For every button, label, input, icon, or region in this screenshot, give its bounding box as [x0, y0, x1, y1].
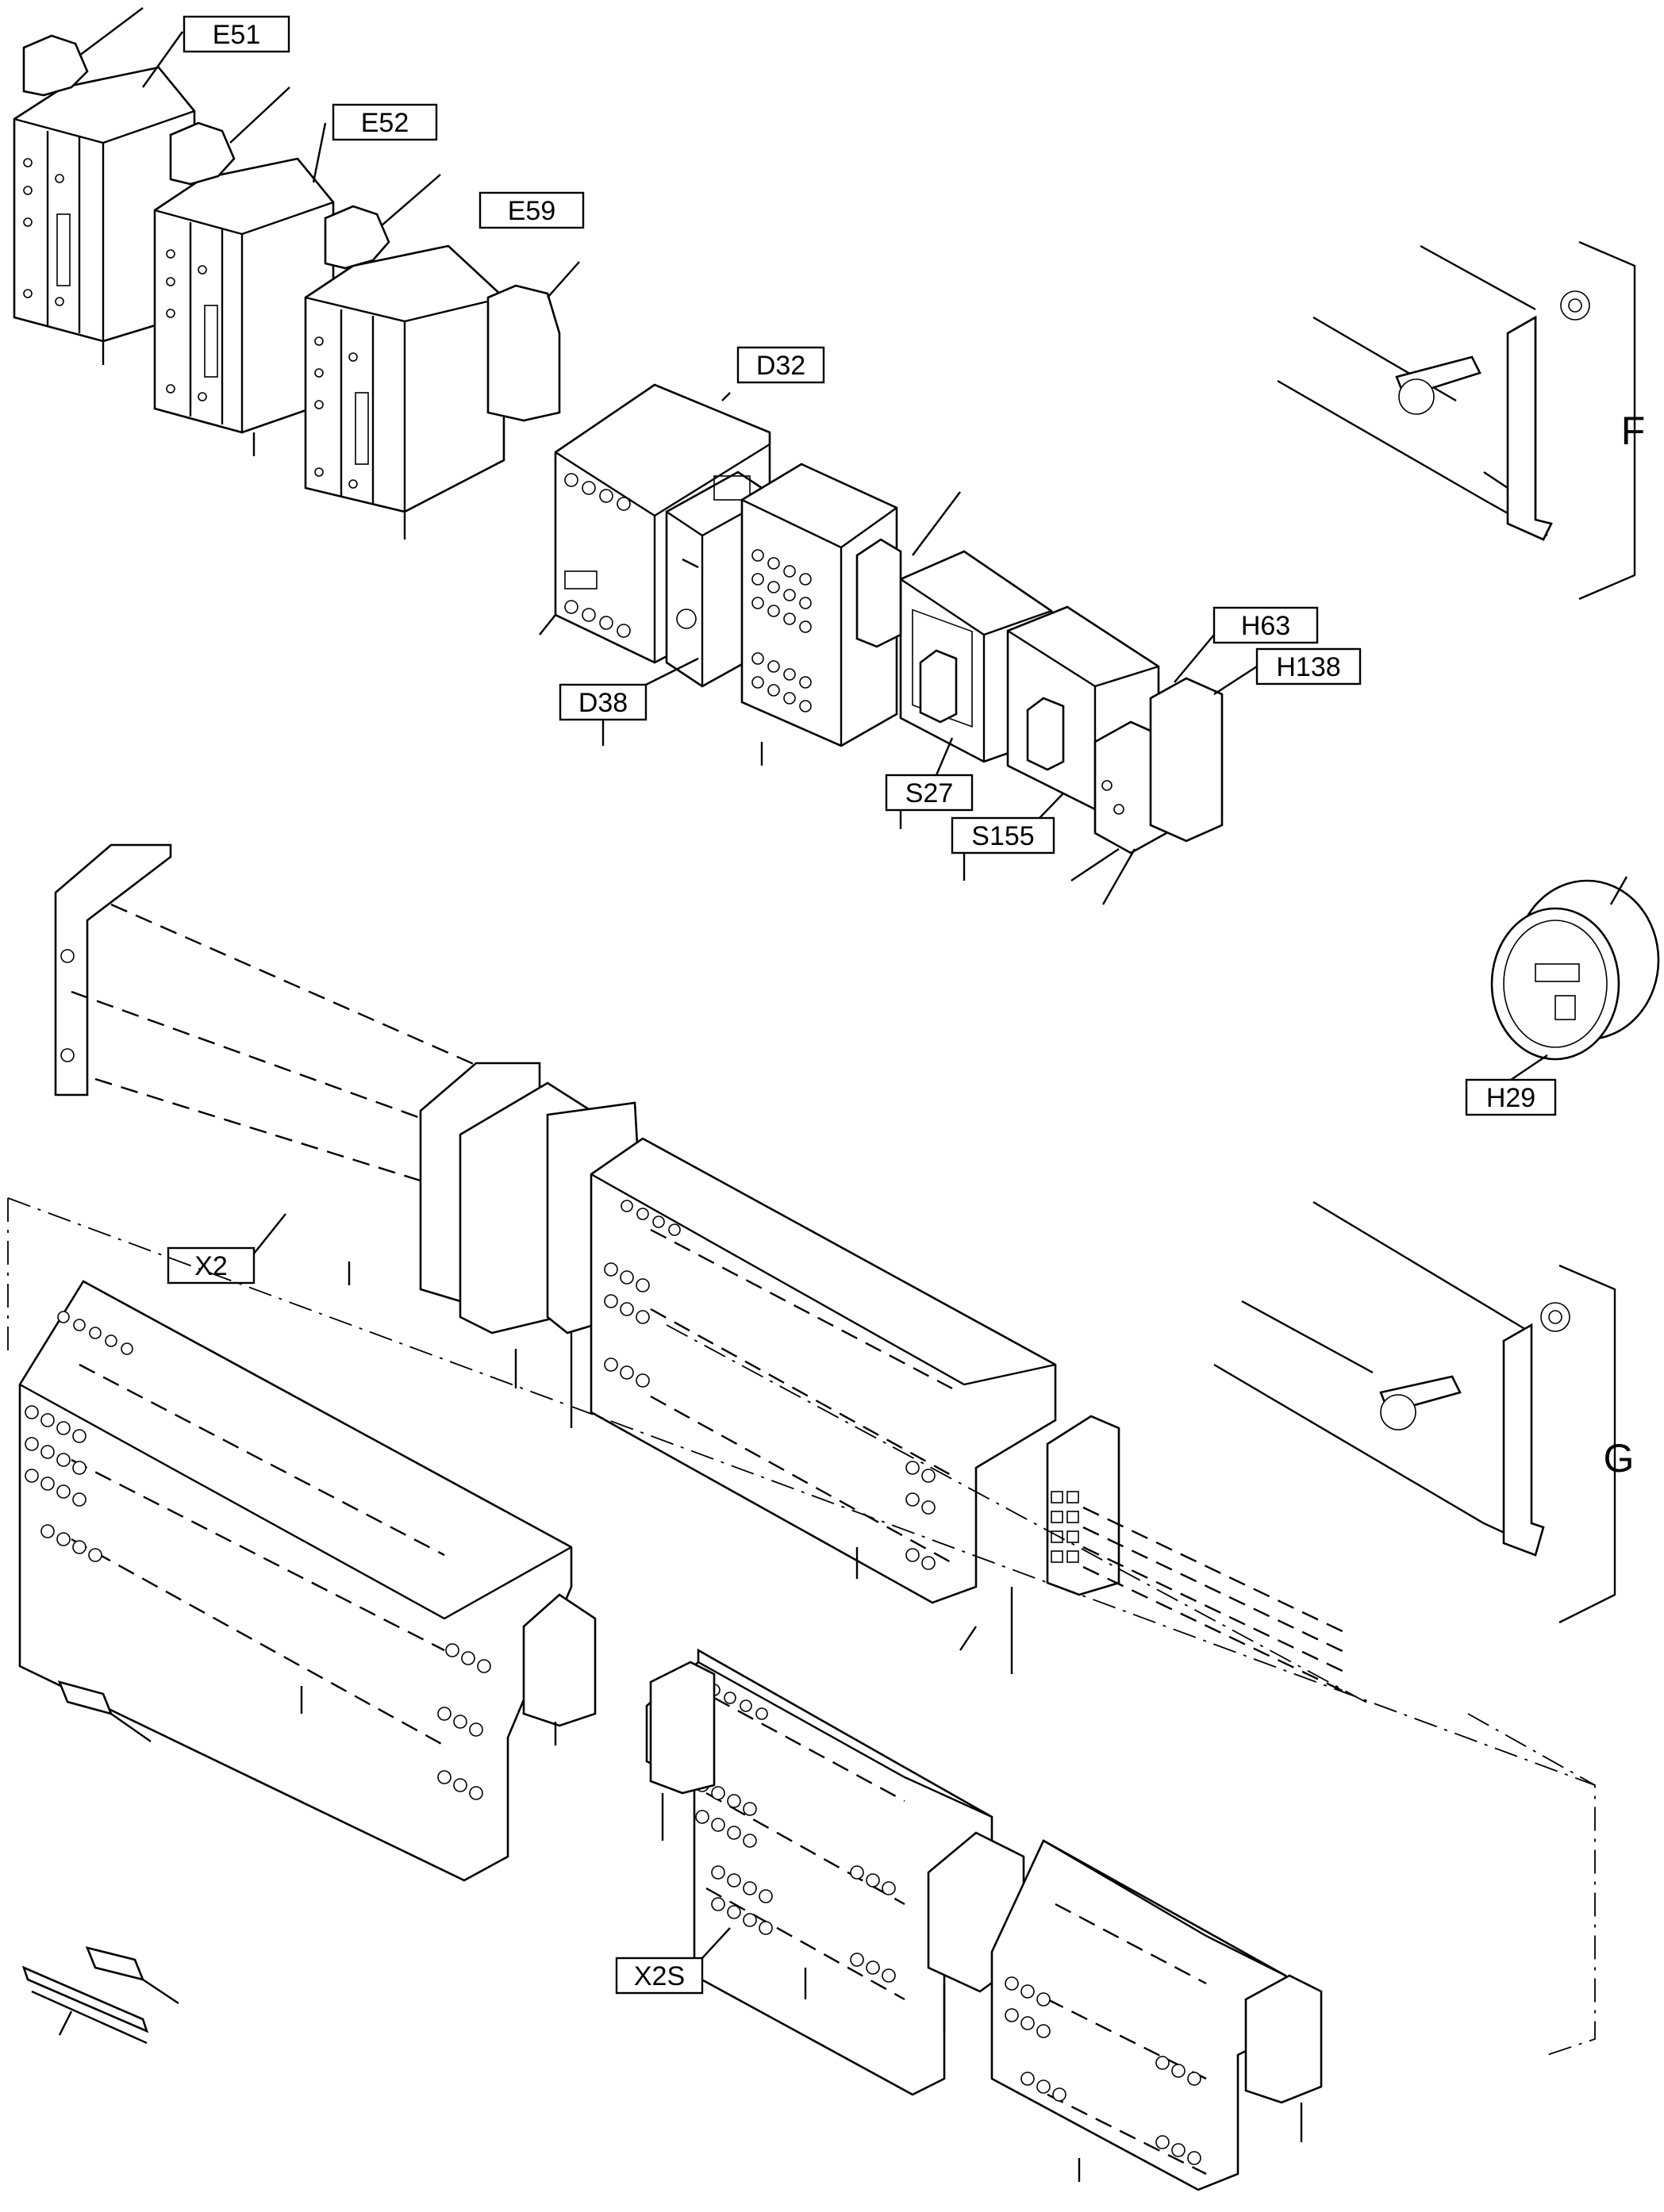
- label-e51-text: E51: [213, 20, 261, 50]
- label-s27-text: S27: [905, 778, 954, 808]
- label-d32: D32: [736, 346, 825, 384]
- relay-e52: [153, 86, 335, 456]
- label-f: F: [1621, 409, 1646, 453]
- label-x2s: X2S: [615, 1957, 704, 1995]
- label-e51: E51: [183, 15, 290, 53]
- terminal-block-x2s-right: [990, 1839, 1323, 2191]
- mounting-bracket-f: [1277, 240, 1636, 601]
- label-s155-text: S155: [971, 821, 1034, 851]
- relay-e59: [304, 174, 580, 540]
- d38-leader-lines: [601, 657, 699, 746]
- label-h63-text: H63: [1241, 611, 1290, 641]
- label-e52-text: E52: [361, 108, 409, 138]
- terminal-block-x2-lower-row: [18, 1280, 597, 1882]
- label-h29: H29: [1465, 1078, 1557, 1116]
- marker-plate-2: [85, 1946, 179, 2004]
- h29-leader-line: [1510, 1054, 1548, 1081]
- s155-leader-lines: [963, 793, 1064, 881]
- label-e52: E52: [332, 103, 438, 141]
- label-h29-text: H29: [1486, 1083, 1535, 1113]
- x2s-leader-line: [701, 1927, 731, 1959]
- terminal-block-d32-group: [740, 463, 898, 766]
- din-rail-centerlines: [7, 1197, 1596, 2056]
- relay-e59-terminals: [314, 336, 358, 489]
- label-e59-text: E59: [508, 196, 556, 226]
- relay-e51-terminals: [23, 158, 64, 306]
- relay-e51: [13, 7, 196, 365]
- s27-leader-lines: [899, 737, 954, 829]
- terminal-block-x2-holes: [604, 1200, 936, 1570]
- x2-leader-lines: [253, 1213, 351, 1285]
- label-x2s-text: X2S: [634, 1961, 685, 1991]
- label-h138: H138: [1255, 647, 1362, 685]
- marker-plate-1: [57, 1680, 152, 1742]
- terminal-block-d32-holes: [751, 549, 812, 712]
- jumper-bridge-x2-holes: [1051, 1491, 1079, 1563]
- terminal-block-x2-row: [590, 1137, 1057, 1674]
- module-d32-terminals: [564, 473, 631, 638]
- jumper-bridge-x2: [1046, 1415, 1350, 1695]
- marker-strip: [21, 1965, 149, 2045]
- terminal-block-x2s-row: [645, 1648, 993, 2096]
- contact-block-h63-h138: [1070, 677, 1224, 905]
- hour-meter-h29: [1490, 876, 1660, 1061]
- label-e59: E59: [478, 191, 585, 229]
- label-x2-text: X2: [194, 1251, 228, 1281]
- end-cover-x2: [54, 843, 509, 1200]
- label-x2: X2: [167, 1246, 256, 1285]
- label-s27: S27: [885, 774, 974, 812]
- label-g: G: [1604, 1436, 1635, 1480]
- relay-e52-terminals: [166, 249, 207, 401]
- label-d38-text: D38: [578, 688, 628, 718]
- label-s155: S155: [951, 816, 1055, 854]
- label-h138-text: H138: [1276, 652, 1340, 682]
- terminal-block-x2s-right-holes: [1005, 1976, 1201, 2165]
- h63-h138-leader-lines: [1174, 634, 1258, 696]
- mounting-bracket-g: [1213, 1200, 1616, 1624]
- label-d32-text: D32: [756, 351, 805, 381]
- terminal-block-x2-lower-holes: [25, 1311, 491, 1800]
- label-d38: D38: [559, 683, 648, 721]
- label-h63: H63: [1212, 606, 1319, 644]
